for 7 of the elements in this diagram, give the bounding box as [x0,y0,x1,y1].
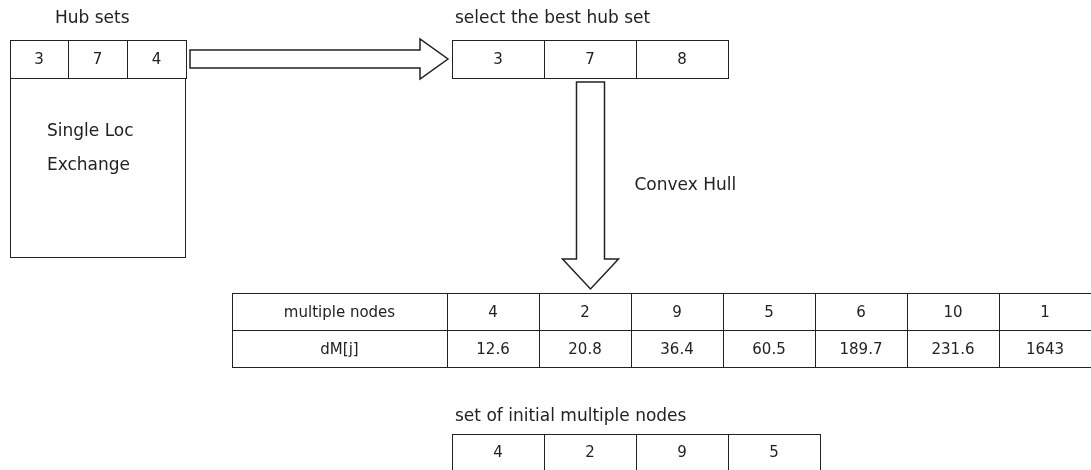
block-arrow [189,37,450,81]
box-text: Single Loc Exchange [47,119,135,176]
heading: select the best hub set [455,7,651,27]
heading: set of initial multiple nodes [455,405,687,425]
block-arrow [560,81,621,291]
heading: Hub sets [55,7,130,27]
table-cell: 4 [126,39,187,79]
